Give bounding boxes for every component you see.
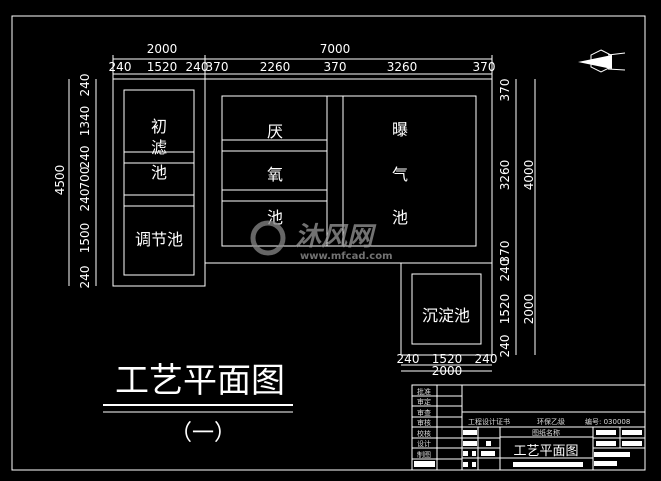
- drawing-subtitle: （一）: [170, 421, 236, 446]
- role-label: 审查: [417, 408, 431, 417]
- svg-text:3260: 3260: [498, 160, 512, 191]
- certificate-label: 工程设计证书: [468, 417, 510, 426]
- svg-text:370: 370: [206, 60, 229, 74]
- svg-text:370: 370: [498, 79, 512, 102]
- svg-text:4000: 4000: [522, 160, 536, 191]
- tank-label: 池: [151, 163, 167, 182]
- right-dimensions: 370 3260 370 240 1520 240 4000 2000: [498, 79, 536, 358]
- drawing-name-label: 图纸名称: [532, 428, 560, 437]
- svg-text:1340: 1340: [78, 106, 92, 137]
- tank-label: 气: [392, 165, 408, 184]
- drawing-border: [11, 15, 646, 471]
- svg-text:240: 240: [498, 259, 512, 282]
- role-label: 批准: [417, 387, 431, 396]
- svg-text:www.mfcad.com: www.mfcad.com: [300, 251, 393, 262]
- svg-text:2260: 2260: [260, 60, 291, 74]
- tank-label: 沉淀池: [422, 306, 470, 325]
- svg-text:4500: 4500: [53, 165, 67, 196]
- title-block: [411, 384, 646, 471]
- svg-text:240: 240: [186, 60, 209, 74]
- svg-text:700: 700: [78, 167, 92, 190]
- svg-text:240: 240: [78, 266, 92, 289]
- svg-text:2000: 2000: [147, 42, 178, 56]
- svg-text:370: 370: [324, 60, 347, 74]
- svg-text:1520: 1520: [432, 352, 463, 366]
- role-label: 审定: [417, 397, 431, 406]
- drawing-name: 工艺平面图: [513, 444, 578, 459]
- bottom-dimensions: 240 1520 240 2000: [397, 352, 498, 378]
- svg-text:1520: 1520: [498, 294, 512, 325]
- svg-text:240: 240: [78, 146, 92, 169]
- svg-text:240: 240: [78, 74, 92, 97]
- role-label: 审核: [417, 418, 431, 427]
- svg-text:370: 370: [473, 60, 496, 74]
- role-label: 制图: [417, 450, 431, 459]
- left-building: [112, 78, 206, 287]
- drawing-title: 工艺平面图: [115, 361, 285, 401]
- svg-text:2000: 2000: [432, 364, 463, 378]
- svg-text:370: 370: [498, 241, 512, 264]
- svg-text:1520: 1520: [147, 60, 178, 74]
- grade-label: 环保乙级: [537, 417, 565, 426]
- main-building: [205, 78, 493, 356]
- svg-text:3260: 3260: [387, 60, 418, 74]
- tank-label: 池: [392, 208, 408, 227]
- tank-label: 曝: [392, 120, 408, 139]
- tank-label: 初: [151, 117, 167, 136]
- role-label: 设计: [417, 439, 431, 448]
- svg-text:240: 240: [109, 60, 132, 74]
- svg-text:2000: 2000: [522, 294, 536, 325]
- north-arrow-icon: [578, 49, 626, 73]
- tank-label: 氧: [267, 165, 283, 184]
- svg-text:240: 240: [498, 335, 512, 358]
- tank-label: 厌: [267, 122, 283, 141]
- svg-text:沐风网: 沐风网: [295, 222, 377, 252]
- tank-label: 调节池: [135, 230, 183, 249]
- svg-text:1500: 1500: [78, 223, 92, 254]
- top-dimensions: 2000 7000 240 1520 240 370 2260 370 3260…: [109, 42, 496, 79]
- svg-text:240: 240: [475, 352, 498, 366]
- drawing-number: 编号: 030008: [585, 417, 630, 426]
- svg-text:240: 240: [397, 352, 420, 366]
- left-dimensions: 4500 240 1340 240 700 240 1500 240: [53, 74, 97, 289]
- tank-label: 滤: [151, 138, 167, 157]
- watermark: 沐风网 www.mfcad.com: [250, 220, 393, 262]
- role-label: 校核: [417, 429, 431, 438]
- svg-text:7000: 7000: [320, 42, 351, 56]
- svg-text:240: 240: [78, 189, 92, 212]
